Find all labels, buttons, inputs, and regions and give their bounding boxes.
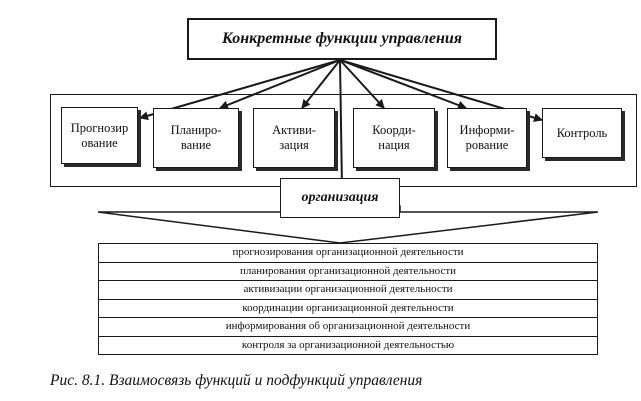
organization-box: организация [280, 178, 400, 218]
arrow-to-informing [339, 59, 467, 110]
function-coordination: Коорди- нация [353, 108, 435, 168]
figure-caption: Рис. 8.1. Взаимосвязь функций и подфункц… [50, 372, 423, 389]
subfunction-row: планирования организационной деятельност… [98, 262, 598, 281]
subfunction-row: активизации организационной деятельности [98, 281, 598, 300]
function-informing: Информи- рование [447, 108, 527, 168]
function-forecasting: Прогнозир ование [61, 107, 138, 164]
arrow-to-coordination [339, 59, 385, 109]
function-control: Контроль [542, 108, 622, 158]
diagram-title: Конкретные функции управления [187, 18, 497, 60]
arrow-to-planning [219, 59, 341, 110]
subfunction-row: контроля за организационной деятельность… [98, 336, 598, 355]
subfunction-row: прогнозирования организационной деятельн… [98, 244, 598, 263]
arrow-to-activation [301, 59, 341, 109]
subfunction-row: информирования об организационной деятел… [98, 318, 598, 337]
function-planning: Планиро- вание [153, 108, 239, 168]
big-down-arrow [97, 205, 599, 244]
arrow-to-organization [337, 59, 347, 189]
function-activation: Активи- зация [253, 108, 335, 168]
subfunctions-table: прогнозирования организационной деятельн… [98, 243, 598, 355]
subfunction-row: координации организационной деятельности [98, 299, 598, 318]
